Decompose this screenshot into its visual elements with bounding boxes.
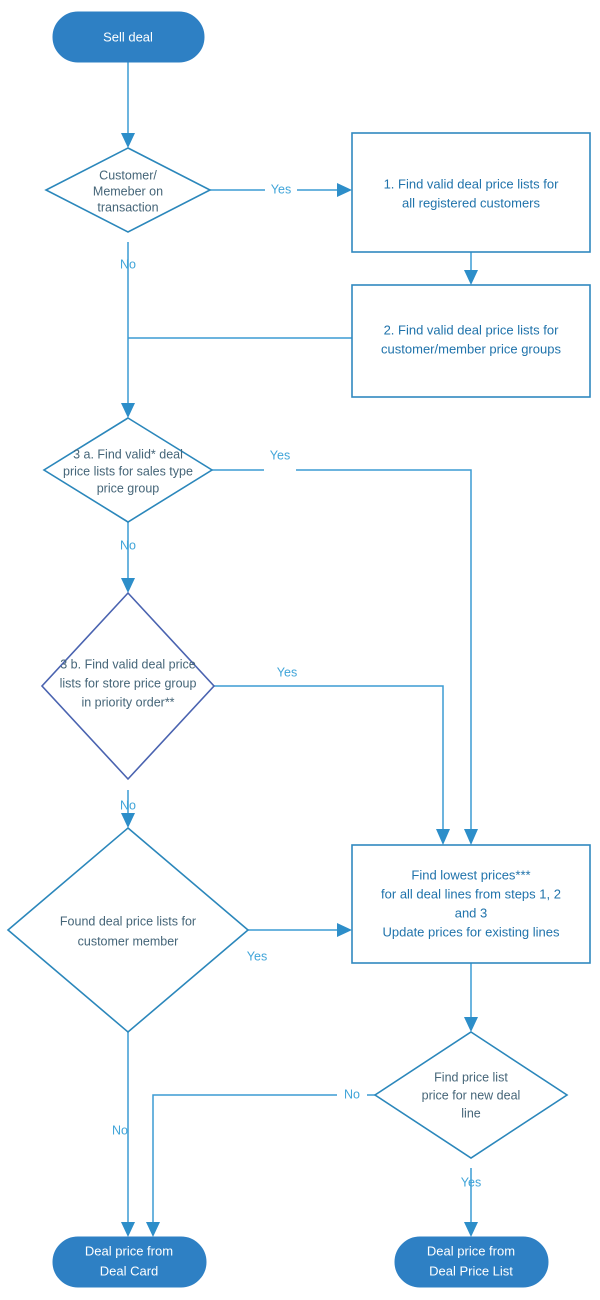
edge-label-found-no: No (112, 1123, 128, 1137)
decision-newline-label-line-1: Find price list (434, 1070, 508, 1084)
decision-step3b-label-line-1: 3 b. Find valid deal price (60, 657, 196, 671)
arrowhead-newline-no-to-deal-card (146, 1222, 160, 1237)
edge-label-step3a-yes: Yes (270, 448, 290, 462)
process-lowest-label-line-1: Find lowest prices*** (411, 867, 530, 882)
decision-step3a-shape (42, 417, 214, 523)
node-decision-step3b[interactable]: 3 b. Find valid deal price lists for sto… (40, 591, 216, 781)
node-process-step2[interactable]: 2. Find valid deal price lists for custo… (351, 284, 591, 398)
arrowhead-step3a-yes-to-lowest (464, 829, 478, 845)
node-decision-newline[interactable]: Find price list price for new deal line (373, 1031, 569, 1159)
arrowhead-start-to-customer (121, 133, 135, 148)
decision-found-label-line-1: Found deal price lists for (60, 914, 196, 928)
process-lowest-label-line-4: Update prices for existing lines (382, 924, 560, 939)
connector-step3a-yes-to-lowest (212, 469, 472, 833)
process-lowest-prices-shape (351, 844, 591, 964)
edge-label-customer-yes: Yes (271, 182, 291, 196)
connector-layer (121, 62, 478, 1237)
decision-newline-label-line-3: line (461, 1106, 481, 1120)
arrowhead-customer-yes-to-step1 (337, 183, 352, 197)
connector-newline-no-to-deal-card (152, 1094, 395, 1227)
decision-step3a-label-line-3: price group (97, 481, 160, 495)
edge-label-bg-newline-no (337, 1087, 367, 1103)
edge-label-bg-step3a-yes (264, 462, 296, 478)
edge-label-step3a-no: No (120, 538, 136, 552)
edge-label-customer-no: No (120, 257, 136, 271)
process-lowest-label-line-2: for all deal lines from steps 1, 2 (381, 886, 561, 901)
edge-label-bg-customer-yes (265, 182, 297, 198)
node-start[interactable]: Sell deal (52, 11, 205, 63)
arrowhead-step1-to-step2 (464, 270, 478, 285)
end-deal-price-list-label-line-2: Deal Price List (429, 1263, 513, 1278)
decision-step3a-label-line-1: 3 a. Find valid* deal (73, 447, 183, 461)
node-decision-customer[interactable]: Customer/ Memeber on transaction (44, 147, 212, 233)
arrowhead-customer-no-to-step3a (121, 403, 135, 418)
arrowhead-found-yes-to-lowest (337, 923, 352, 937)
end-deal-price-list-label-line-1: Deal price from (427, 1243, 515, 1258)
arrowhead-step3b-yes-to-lowest (436, 829, 450, 845)
end-deal-card-shape (52, 1236, 207, 1288)
arrowhead-step3b-no-to-found (121, 813, 135, 828)
decision-step3a-label-line-2: price lists for sales type (63, 464, 193, 478)
decision-found-shape (6, 826, 250, 1034)
process-step1-label-line-2: all registered customers (402, 195, 540, 210)
decision-newline-label-line-2: price for new deal (422, 1088, 521, 1102)
process-step2-shape (351, 284, 591, 398)
decision-step3b-shape (40, 591, 216, 781)
process-step2-label-line-1: 2. Find valid deal price lists for (384, 322, 560, 337)
edge-label-layer: Yes No Yes No Yes No Yes No No Yes (112, 182, 481, 1189)
node-process-step1[interactable]: 1. Find valid deal price lists for all r… (351, 132, 591, 253)
decision-newline-shape (373, 1031, 569, 1159)
decision-customer-label-line-3: transaction (97, 200, 158, 214)
arrowhead-found-no-to-deal-card (121, 1222, 135, 1237)
node-end-deal-card[interactable]: Deal price from Deal Card (52, 1236, 207, 1288)
end-deal-card-label-line-1: Deal price from (85, 1243, 173, 1258)
decision-found-label-line-2: customer member (78, 934, 179, 948)
decision-step3b-label-line-2: lists for store price group (60, 676, 197, 690)
process-step1-shape (351, 132, 591, 253)
arrowhead-lowest-to-newline (464, 1017, 478, 1032)
process-step1-label-line-1: 1. Find valid deal price lists for (384, 176, 560, 191)
arrowhead-step3a-no-to-step3b (121, 578, 135, 593)
node-decision-found[interactable]: Found deal price lists for customer memb… (6, 826, 250, 1034)
connector-step3b-yes-to-lowest (214, 685, 444, 833)
end-deal-card-label-line-2: Deal Card (100, 1263, 159, 1278)
edge-label-step3b-yes: Yes (277, 665, 297, 679)
node-end-deal-price-list[interactable]: Deal price from Deal Price List (394, 1236, 549, 1288)
start-terminal-shape (52, 11, 205, 63)
process-lowest-label-line-3: and 3 (455, 905, 488, 920)
decision-customer-label-line-2: Memeber on (93, 184, 163, 198)
edge-label-step3b-no: No (120, 798, 136, 812)
node-process-lowest-prices[interactable]: Find lowest prices*** for all deal lines… (351, 844, 591, 964)
edge-label-found-yes: Yes (247, 949, 267, 963)
start-label-line-1: Sell deal (103, 29, 153, 44)
process-step2-label-line-2: customer/member price groups (381, 341, 561, 356)
decision-customer-shape (44, 147, 212, 233)
arrowhead-newline-yes-to-deal-price-list (464, 1222, 478, 1237)
edge-label-newline-no: No (344, 1087, 360, 1101)
end-deal-price-list-shape (394, 1236, 549, 1288)
edge-label-newline-yes: Yes (461, 1175, 481, 1189)
node-decision-step3a[interactable]: 3 a. Find valid* deal price lists for sa… (42, 417, 214, 523)
decision-step3b-label-line-3: in priority order** (81, 695, 174, 709)
decision-customer-label-line-1: Customer/ (99, 168, 157, 182)
